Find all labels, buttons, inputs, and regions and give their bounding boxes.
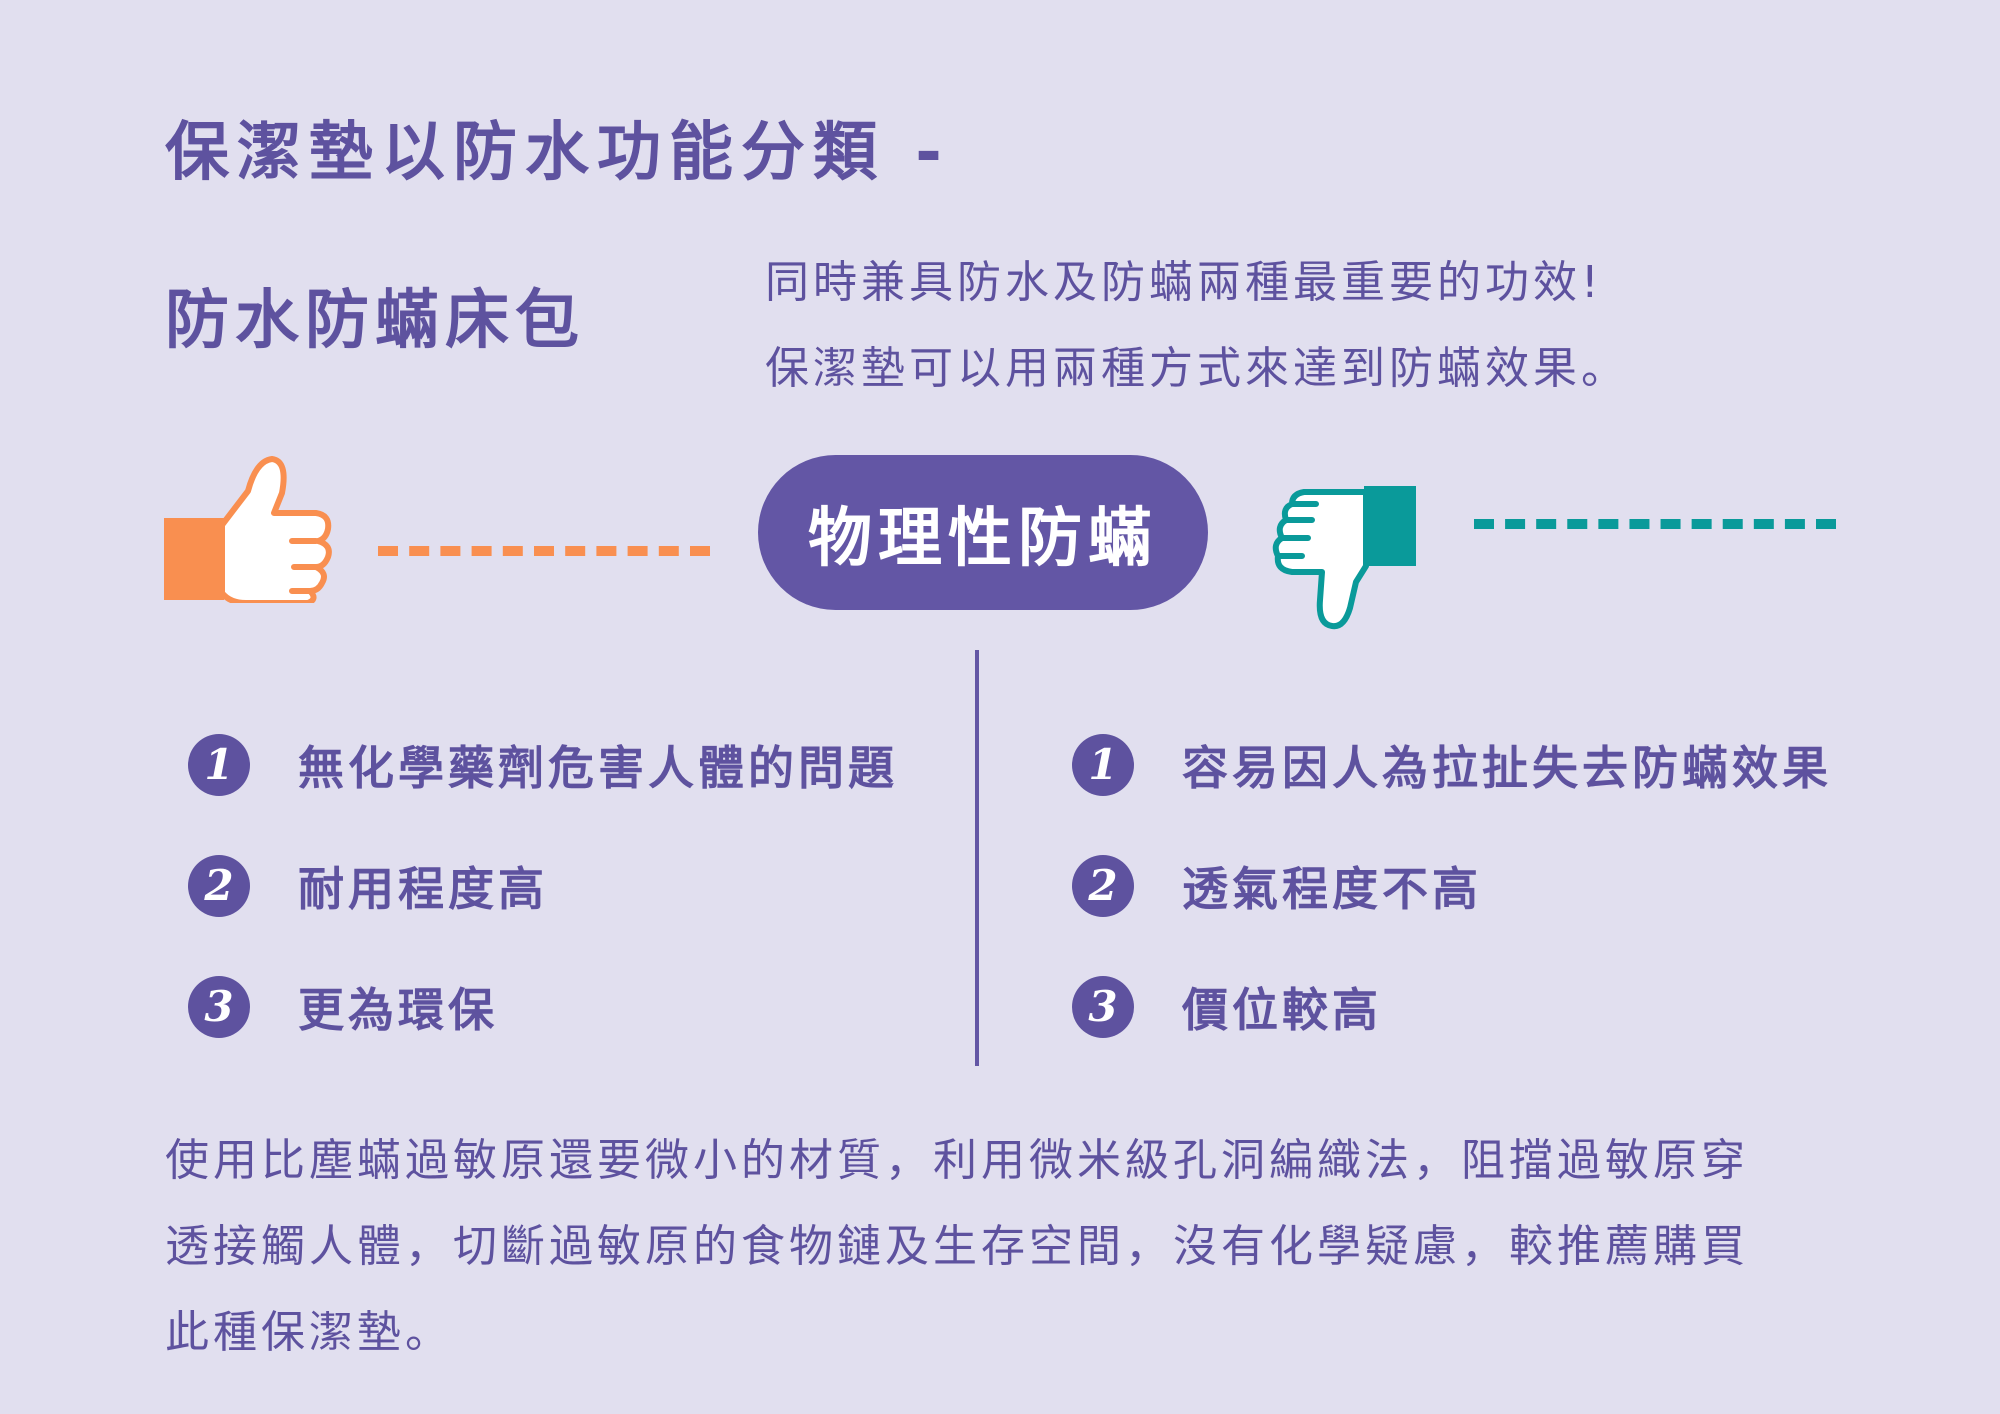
cons-item-text: 容易因人為拉扯失去防蟎效果	[1182, 741, 1832, 795]
list-item: 1 容易因人為拉扯失去防蟎效果	[1072, 730, 1832, 800]
list-item: 2 耐用程度高	[188, 851, 548, 921]
description-line-3: 此種保潔墊。	[165, 1307, 453, 1358]
pros-item-text: 耐用程度高	[298, 862, 548, 916]
pros-item-text: 無化學藥劑危害人體的問題	[298, 741, 898, 795]
number-badge: 2	[188, 855, 250, 917]
cons-item-text: 價位較高	[1182, 983, 1382, 1037]
list-item: 3 價位較高	[1072, 972, 1382, 1042]
page-title: 保潔墊以防水功能分類 -	[165, 116, 950, 190]
description-line-2: 透接觸人體，切斷過敏原的食物鏈及生存空間，沒有化學疑慮，較推薦購買	[165, 1221, 1749, 1272]
intro-line-1: 同時兼具防水及防蟎兩種最重要的功效!	[765, 257, 1603, 308]
pros-item-text: 更為環保	[298, 983, 498, 1037]
cons-item-text: 透氣程度不高	[1182, 862, 1482, 916]
intro-line-2: 保潔墊可以用兩種方式來達到防蟎效果。	[765, 343, 1629, 394]
cons-connector-line	[1474, 519, 1836, 529]
description-line-1: 使用比塵蟎過敏原還要微小的材質，利用微米級孔洞編織法，阻擋過敏原穿	[165, 1135, 1749, 1186]
list-item: 2 透氣程度不高	[1072, 851, 1482, 921]
product-subtitle: 防水防蟎床包	[165, 284, 585, 358]
number-badge: 2	[1072, 855, 1134, 917]
pros-connector-line	[378, 546, 710, 556]
category-pill: 物理性防蟎	[758, 455, 1208, 610]
thumbs-down-icon	[1252, 482, 1427, 632]
number-badge: 1	[188, 734, 250, 796]
number-badge: 3	[1072, 976, 1134, 1038]
column-divider	[975, 650, 979, 1066]
intro-text: 同時兼具防水及防蟎兩種最重要的功效! 保潔墊可以用兩種方式來達到防蟎效果。	[765, 240, 1629, 412]
list-item: 1 無化學藥劑危害人體的問題	[188, 730, 898, 800]
category-pill-label: 物理性防蟎	[808, 501, 1158, 576]
list-item: 3 更為環保	[188, 972, 498, 1042]
cons-list: 1 容易因人為拉扯失去防蟎效果 2 透氣程度不高 3 價位較高	[1072, 730, 1872, 1050]
number-badge: 1	[1072, 734, 1134, 796]
number-badge: 3	[188, 976, 250, 1038]
pros-list: 1 無化學藥劑危害人體的問題 2 耐用程度高 3 更為環保	[188, 730, 948, 1050]
description-paragraph: 使用比塵蟎過敏原還要微小的材質，利用微米級孔洞編織法，阻擋過敏原穿 透接觸人體，…	[165, 1118, 1865, 1376]
thumbs-up-icon	[160, 453, 335, 606]
